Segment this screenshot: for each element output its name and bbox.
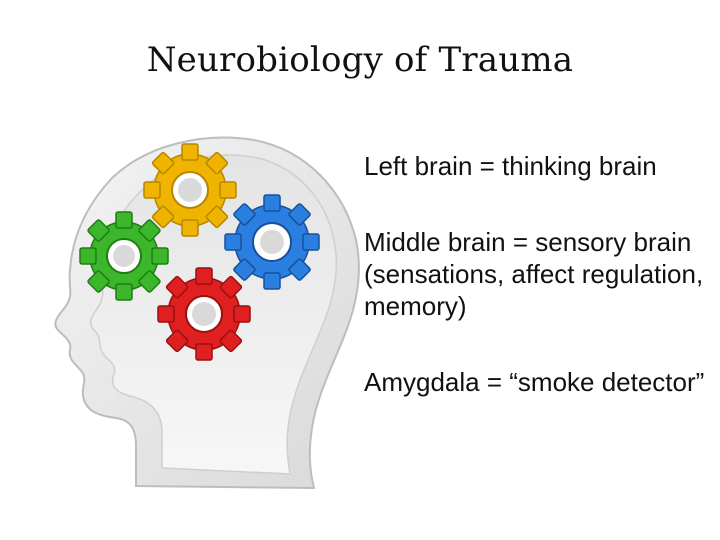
slide-title: Neurobiology of Trauma: [146, 40, 574, 80]
green-gear-icon: [79, 211, 169, 301]
bullet-list: Left brain = thinking brain Middle brain…: [364, 150, 714, 398]
red-gear-icon: [157, 267, 251, 361]
bullet-amygdala: Amygdala = “smoke detector”: [364, 367, 705, 397]
bullet-middle-brain: Middle brain = sensory brain (sensations…: [364, 227, 704, 321]
bullet-left-brain: Left brain = thinking brain: [364, 151, 657, 181]
blue-gear-icon: [224, 194, 320, 290]
head-with-gears-icon: [54, 136, 360, 490]
yellow-gear-icon: [143, 143, 237, 237]
